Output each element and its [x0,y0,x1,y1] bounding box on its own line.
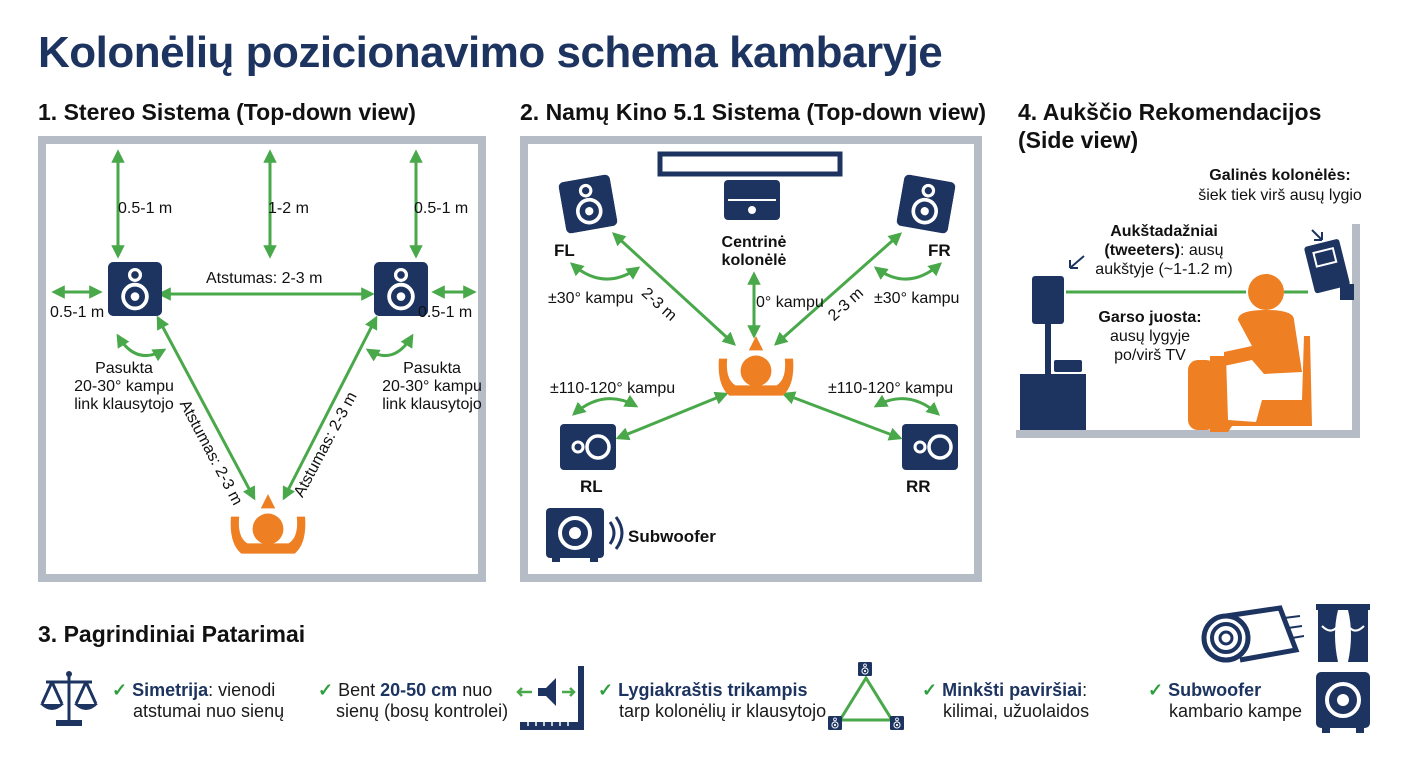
speaker-fl-icon [557,173,619,235]
tip-wall-distance: ✓ Bent 20-50 cm nuo sienų (bosų kontrole… [318,680,509,721]
center-speaker-icon [724,180,780,220]
speaker-rl-icon [560,424,616,470]
listener-icon [230,494,306,554]
side-right-distance: 0.5-1 m [418,304,473,321]
stereo-diagram: 0.5-1 m 1-2 m 0.5-1 m 0.5-1 m 0.5-1 m At… [38,136,486,582]
rear-speakers-text: Galinės kolonėlės: šiek tiek virš ausų l… [1198,167,1362,204]
rl-label: RL [580,477,603,496]
subwoofer-icon [546,508,624,562]
wall-left-distance: 0.5-1 m [118,200,173,217]
height-title: 4. Aukščio Rekomendacijos(Side view) [1018,99,1322,153]
fr-label: FR [928,241,951,260]
tweeter-text: Aukštadažniai (tweeters): ausų aukštyje … [1095,223,1233,278]
rug-icon [1201,605,1304,663]
rotation-arrow-left [116,333,167,362]
floor-icon [1016,430,1360,438]
front-speaker-icon [1032,276,1064,374]
speaker-rr-icon [902,424,958,470]
angle-front-left: ±30° kampu [548,290,634,307]
arrow-left-diag [156,315,256,501]
subwoofer-tip-icon [1316,672,1370,733]
soundbar-text: Garso juosta: ausų lygyje po/virš TV [1098,309,1202,364]
tv-stand-icon [1020,360,1086,430]
subwoofer-label: Subwoofer [628,527,716,546]
listener-seated-icon [1188,274,1312,432]
wall-center-distance: 1-2 m [268,200,309,217]
tips-title: 3. Pagrindiniai Patarimai [38,621,306,647]
angle-rear-right: ±110-120° kampu [828,380,954,397]
curtains-icon [1316,604,1370,662]
tip-triangle: ✓ Lygiakraštis trikampis tarp kolonėlių … [598,680,827,721]
wall-distance-icon [516,666,584,730]
tv-screen-icon [657,151,843,177]
page-title: Kolonėlių pozicionavimo schema kambaryje [38,28,943,77]
tip-soft-surfaces: ✓ Minkšti paviršiai: kilimai, užuolaidos [922,680,1090,721]
home-theater-title: 2. Namų Kino 5.1 Sistema (Top-down view) [520,99,987,125]
tip-subwoofer: ✓ Subwoofer kambario kampe [1148,680,1303,721]
angle-center: 0° kampu [756,294,824,311]
wall-right-distance: 0.5-1 m [414,200,469,217]
arrow-right-diag [282,315,378,501]
speaker-distance-label: Atstumas: 2-3 m [206,270,323,287]
height-diagram: Galinės kolonėlės: šiek tiek virš ausų l… [1012,160,1368,450]
speaker-left-icon [108,262,162,316]
speaker-fr-icon [895,173,957,235]
scale-icon [40,671,98,726]
rr-label: RR [906,477,931,496]
fl-label: FL [554,241,575,260]
listener-icon [718,336,794,396]
rear-speaker-icon [1304,239,1350,294]
stereo-title: 1. Stereo Sistema (Top-down view) [38,99,416,125]
side-left-distance: 0.5-1 m [50,304,105,321]
angle-front-right: ±30° kampu [874,290,960,307]
rotation-arrow-right [365,333,414,362]
tip-symmetry: ✓ Simetrija: vienodi atstumai nuo sienų [112,680,285,721]
triangle-icon [828,662,904,730]
angle-rear-left: ±110-120° kampu [550,380,676,397]
wall-icon [1352,224,1360,436]
